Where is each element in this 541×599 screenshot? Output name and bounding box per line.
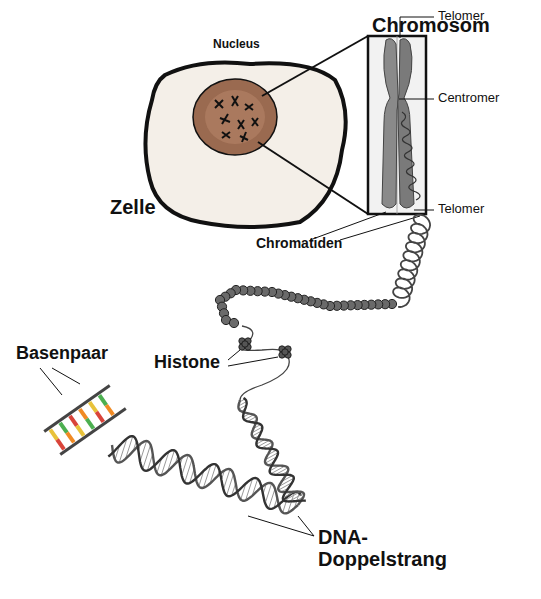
helix-rung (265, 483, 271, 503)
base-pair-ladder (44, 386, 126, 455)
part-label: Centromer (438, 91, 499, 105)
chromatid-left (382, 39, 398, 208)
heading-label: Basenpaar (16, 344, 108, 364)
leader-line (399, 99, 434, 100)
organelle-label: Nucleus (213, 38, 260, 51)
part-label: Chromatiden (256, 236, 342, 251)
histone-cluster (282, 349, 288, 355)
generated-strands (108, 215, 430, 514)
chromatin-texture (401, 112, 420, 200)
helix-rung (269, 489, 275, 509)
leader-line (248, 516, 314, 536)
nucleosome-bead (229, 318, 238, 327)
heading-label: Zelle (110, 196, 156, 218)
helix-rung (271, 466, 285, 474)
helix-strand (238, 400, 304, 505)
leader-line (298, 516, 314, 536)
linker-dna (240, 326, 289, 400)
heading-label: DNA- Doppelstrang (318, 526, 447, 570)
cell-outline (145, 62, 345, 227)
chromosome-box (368, 36, 426, 214)
chromatin-coil (393, 215, 430, 307)
leader-line (228, 350, 240, 360)
nucleus-shade (205, 90, 265, 144)
heading-label: Histone (154, 353, 220, 373)
zoom-line (262, 36, 368, 96)
helix-rung (258, 440, 270, 446)
part-label: Telomer (438, 202, 484, 216)
zoom-line (258, 142, 368, 214)
chromatid-right (398, 39, 414, 208)
leader-line (52, 368, 80, 384)
histone-cluster (242, 341, 248, 347)
nucleus-chromosomes (215, 96, 258, 142)
leader-line (228, 357, 278, 366)
nucleus (193, 79, 277, 155)
helix-strand (243, 398, 306, 502)
part-label: Telomer (438, 9, 484, 23)
leader-line (414, 210, 434, 211)
